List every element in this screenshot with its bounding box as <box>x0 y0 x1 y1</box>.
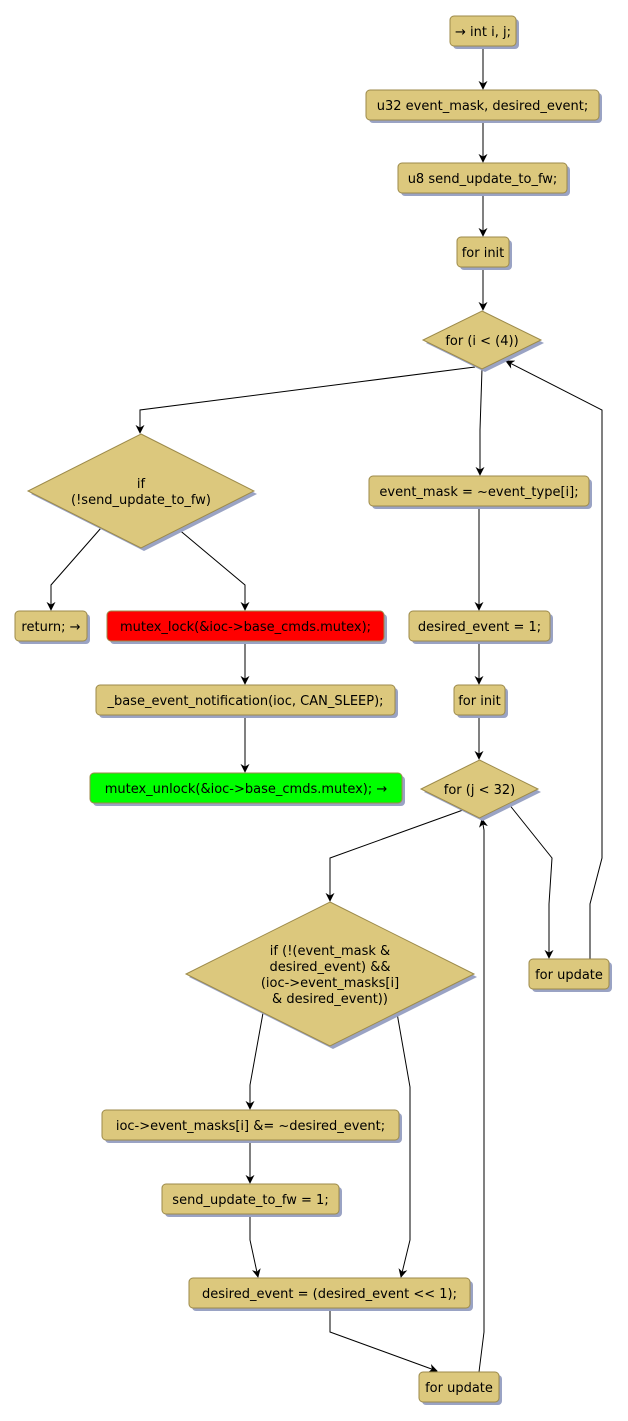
action-box <box>528 958 610 990</box>
node-label: u8 send_update_to_fw; <box>408 172 558 187</box>
action-box <box>101 1109 400 1141</box>
action-node-decl-ij[interactable]: → int i, j; <box>449 15 519 49</box>
action-box <box>418 1371 500 1403</box>
action-node-shift[interactable]: desired_event = (desired_event << 1); <box>188 1277 473 1311</box>
node-label: & desired_event)) <box>272 992 388 1007</box>
action-node-mutex-lock[interactable]: mutex_lock(&ioc->base_cmds.mutex); <box>106 610 387 644</box>
action-node-event-mask[interactable]: event_mask = ~event_type[i]; <box>368 475 592 509</box>
action-box <box>397 162 568 194</box>
action-node-masks-clear[interactable]: ioc->event_masks[i] &= ~desired_event; <box>101 1109 402 1143</box>
decision-diamond <box>26 433 256 549</box>
node-label: (ioc->event_masks[i] <box>261 976 399 991</box>
node-label: desired_event = 1; <box>418 620 541 635</box>
node-label: return; → <box>21 620 80 635</box>
node-label: desired_event = (desired_event << 1); <box>202 1287 457 1302</box>
action-box <box>453 684 506 716</box>
edge-masks_clear-to-send_1 <box>249 1214 261 1278</box>
nodes-layer: → int i, j; u32 event_mask, desired_event… <box>14 15 612 1405</box>
action-node-base-notify[interactable]: _base_event_notification(ioc, CAN_SLEEP)… <box>95 684 398 718</box>
edge-send_1-to-shift <box>396 1012 411 1278</box>
node-label: for (i < (4)) <box>445 334 518 349</box>
action-box <box>188 1277 471 1309</box>
action-box <box>449 15 517 47</box>
node-label: (!send_update_to_fw) <box>71 493 211 508</box>
decision-diamond <box>419 759 540 819</box>
node-label: event_mask = ~event_type[i]; <box>379 485 578 500</box>
action-box <box>106 610 385 642</box>
action-box <box>456 236 510 268</box>
action-node-for-init-j[interactable]: for init <box>453 684 508 718</box>
node-label: if (!(event_mask & <box>270 944 390 959</box>
node-label: send_update_to_fw = 1; <box>172 1193 328 1208</box>
decision-diamond <box>421 310 543 370</box>
node-label: → int i, j; <box>455 25 511 40</box>
node-label: for init <box>458 694 501 709</box>
node-label: u32 event_mask, desired_event; <box>377 99 589 114</box>
edge-if_send-to-return <box>46 527 102 611</box>
action-node-decl-mask[interactable]: u32 event_mask, desired_event; <box>365 89 602 123</box>
node-label: ioc->event_masks[i] &= ~desired_event; <box>116 1119 385 1134</box>
action-box <box>408 610 551 642</box>
action-box <box>89 772 403 804</box>
edge-for_update_i-to-for_i <box>505 360 603 959</box>
decision-node-if-send[interactable]: if(!send_update_to_fw) <box>26 433 257 551</box>
decision-node-for-j[interactable]: for (j < 32) <box>419 759 541 821</box>
action-node-send-1[interactable]: send_update_to_fw = 1; <box>161 1183 342 1217</box>
action-node-for-update-i[interactable]: for update <box>528 958 612 992</box>
edge-if_send-to-mutex_lock <box>176 527 250 611</box>
edge-for_update_j-to-for_j <box>478 818 488 1373</box>
action-node-mutex-unlock[interactable]: mutex_unlock(&ioc->base_cmds.mutex); → <box>89 772 405 806</box>
action-box <box>161 1183 340 1215</box>
edge-for_i-to-event_mask <box>475 368 485 476</box>
node-label: if <box>137 477 146 492</box>
edge-for_i-to-if_send <box>135 366 476 434</box>
node-label: for (j < 32) <box>444 783 515 798</box>
node-label: _base_event_notification(ioc, CAN_SLEEP)… <box>106 694 383 709</box>
action-box <box>365 89 600 121</box>
node-label: mutex_unlock(&ioc->base_cmds.mutex); → <box>105 782 388 797</box>
decision-node-if-mask[interactable]: if (!(event_mask &desired_event) &&(ioc-… <box>184 901 477 1049</box>
action-node-return[interactable]: return; → <box>14 610 90 644</box>
decision-diamond <box>184 901 476 1047</box>
decision-node-for-i[interactable]: for (i < (4)) <box>421 310 544 372</box>
node-label: mutex_lock(&ioc->base_cmds.mutex); <box>120 620 371 635</box>
edge-if_mask-to-masks_clear <box>245 1012 264 1110</box>
edges-layer <box>46 46 603 1373</box>
node-label: for init <box>462 246 505 261</box>
action-box <box>95 684 396 716</box>
action-node-decl-send[interactable]: u8 send_update_to_fw; <box>397 162 570 196</box>
edge-for_j-to-if_mask <box>325 809 464 902</box>
action-node-for-init-i[interactable]: for init <box>456 236 512 270</box>
action-box <box>14 610 88 642</box>
action-node-desired-1[interactable]: desired_event = 1; <box>408 610 553 644</box>
node-label: for update <box>425 1381 493 1396</box>
action-box <box>368 475 590 507</box>
node-label: desired_event) && <box>270 960 391 975</box>
node-label: for update <box>535 968 603 983</box>
edge-shift-to-for_update_j <box>329 1308 438 1373</box>
edge-for_j-to-for_update_i <box>507 802 554 959</box>
action-node-for-update-j[interactable]: for update <box>418 1371 502 1405</box>
